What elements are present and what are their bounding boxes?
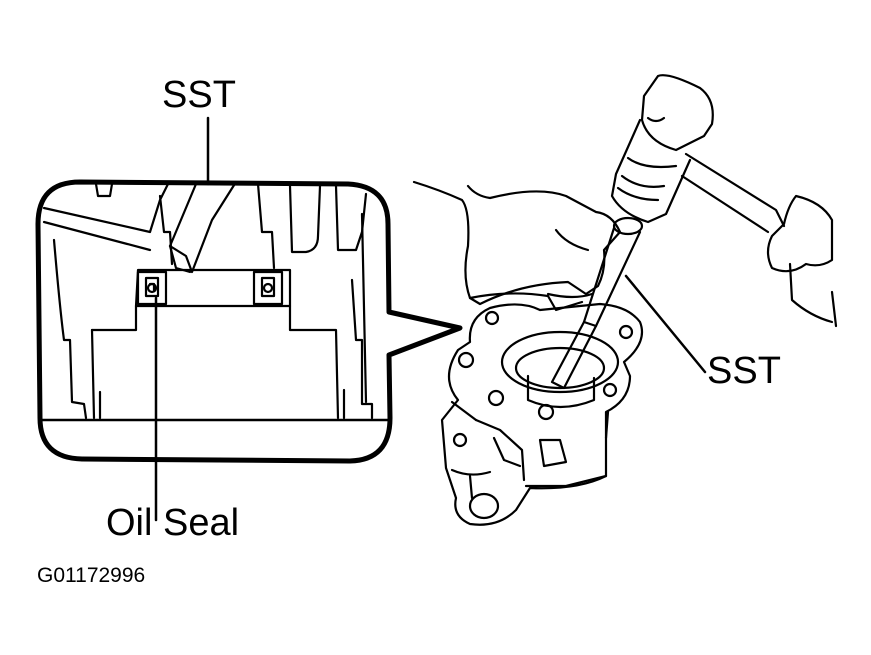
sst-label-right: SST <box>707 350 781 392</box>
pump-housing <box>442 304 642 525</box>
hammer <box>612 75 784 232</box>
oil-seal-label: Oil Seal <box>106 502 240 544</box>
left-hand <box>414 182 620 304</box>
detail-callout-box <box>38 182 460 461</box>
leader-line-sst-right <box>626 276 705 372</box>
sst-driver-tool <box>552 218 642 388</box>
sst-label-top: SST <box>162 74 236 116</box>
figure-code: G01172996 <box>37 564 146 587</box>
right-hand <box>768 196 832 271</box>
